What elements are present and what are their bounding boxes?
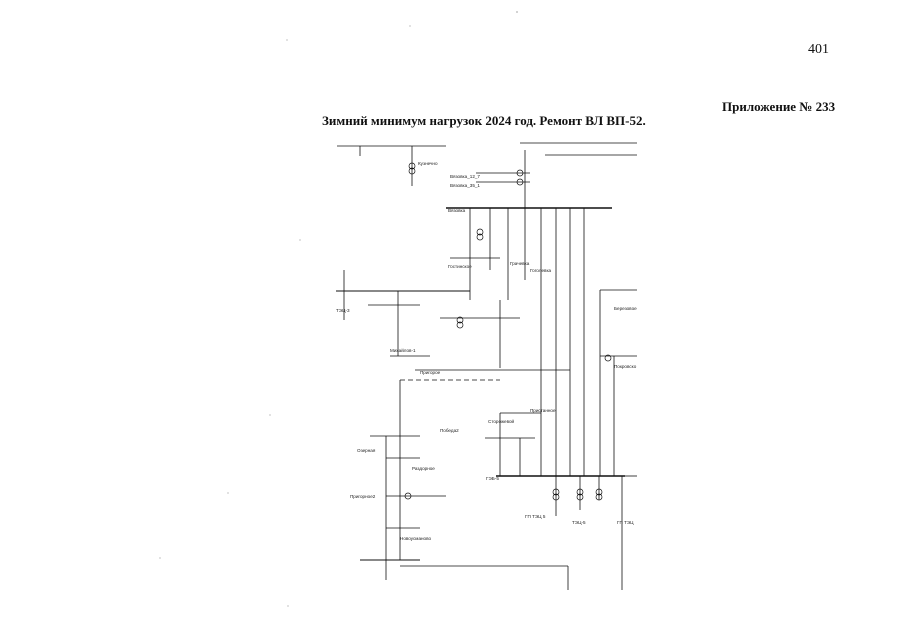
node-label: Гоголевка [530,268,552,273]
node-label: Пригорное2 [350,494,376,499]
node-label: ТЭЦ-3 [336,308,350,313]
page-number: 401 [808,42,829,57]
node-label: Вязовка_35_1 [450,183,480,188]
node-label: Покровско [614,364,637,369]
node-label: Вязовка_12_7 [450,174,480,179]
node-label: Победа2 [440,428,459,433]
node-label: Раздорное [412,466,435,471]
diagram-title: Зимний минимум нагрузок 2024 год. Ремонт… [322,113,646,128]
node-label: ГП ТЭЦ 5 [525,514,546,519]
node-label: ГЭБ-5 [486,476,499,481]
node-label: Озерная [357,448,376,453]
node-label: Грачевка [510,261,530,266]
node-label: Новоусманово [400,536,431,541]
node-label: Пригорое [420,370,441,375]
node-label: Вязовка [448,208,466,213]
node-label: ТЭЦ-5 [572,520,586,525]
node-label: Кузнечно [418,161,438,166]
node-label: Гостинское [448,264,472,269]
node-label: ГП ТЭЦ [617,520,634,525]
node-label: Пристанное [530,408,556,413]
node-label: Сторожевой [488,418,515,424]
node-label: Михайлов-1 [390,347,416,353]
node-label: Березовое [614,306,637,311]
appendix-heading: Приложение № 233 [722,99,836,114]
